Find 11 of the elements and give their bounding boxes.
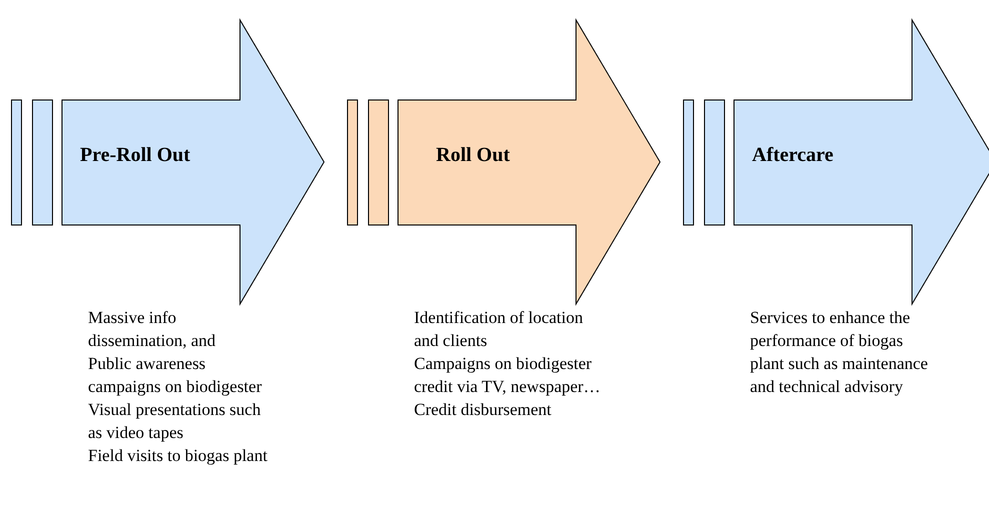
stage-description: Identification of location and clients xyxy=(414,307,584,352)
stage-description: Visual presentations such as video tapes xyxy=(88,399,262,444)
stage-description: Massive info dissemination, and xyxy=(88,307,216,352)
stage-title: Pre-Roll Out xyxy=(80,144,190,167)
stage-description: Services to enhance the performance of biogas plant such as maintenance and technical advisory xyxy=(750,307,929,398)
stage-description: Campaigns on biodigester credit via TV, newspaper… xyxy=(414,353,602,398)
stage-description: Public awareness campaigns on biodigester xyxy=(88,353,263,398)
stage-description: Field visits to biogas plant xyxy=(88,445,268,467)
stage-title: Roll Out xyxy=(436,144,510,167)
stage-description: Credit disbursement xyxy=(414,399,552,421)
stage-title: Aftercare xyxy=(752,144,834,167)
